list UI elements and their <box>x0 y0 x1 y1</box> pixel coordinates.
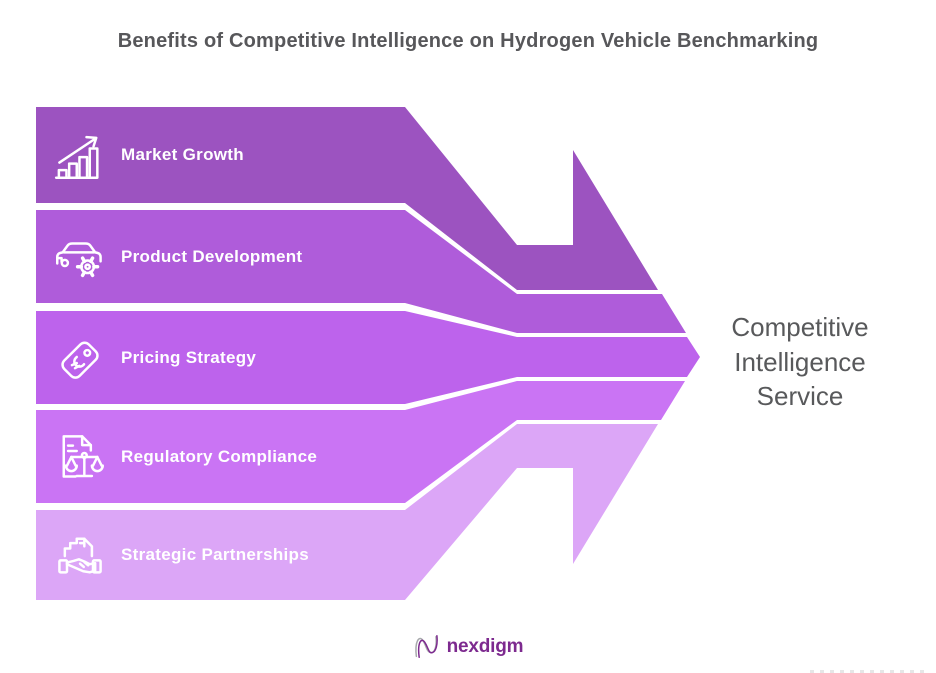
nexdigm-wave-icon <box>415 635 438 659</box>
ribbon-pricing-strategy <box>36 311 700 404</box>
ribbon-market-growth <box>36 107 658 290</box>
nexdigm-logo: nexdigm <box>413 633 524 661</box>
cropped-watermark <box>810 667 928 673</box>
ribbon-product-development <box>36 210 686 333</box>
brand-name: nexdigm <box>446 636 524 657</box>
ribbon-strategic-partnerships <box>36 424 658 600</box>
ribbon-regulatory-compliance <box>36 381 685 503</box>
cropped-watermark-fragment <box>810 670 928 673</box>
result-label: Competitive Intelligence Service <box>731 312 869 412</box>
page-title: Benefits of Competitive Intelligence on … <box>117 30 819 52</box>
